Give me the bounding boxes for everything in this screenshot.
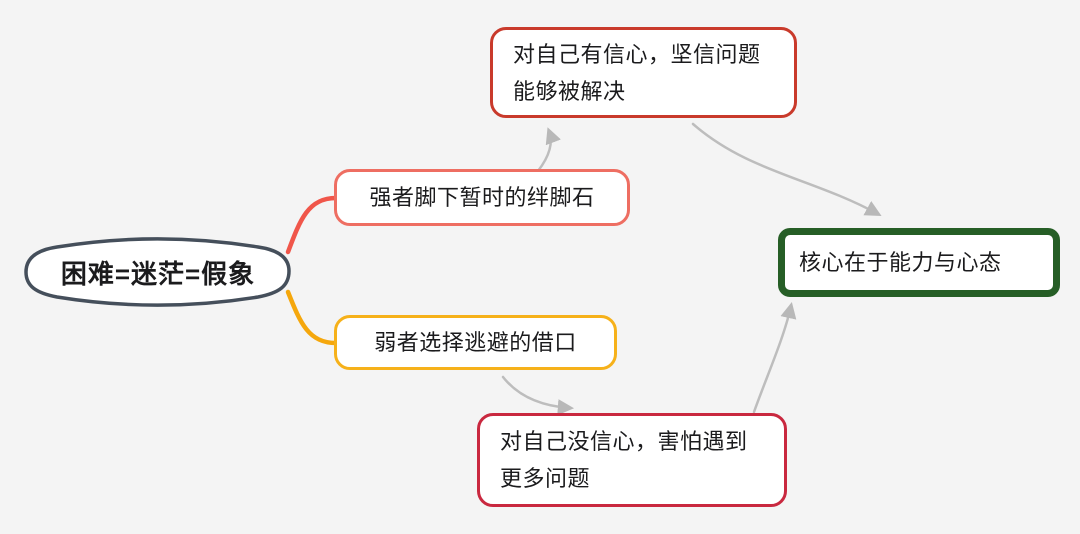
root-node-label[interactable]: 困难=迷茫=假象	[60, 258, 256, 289]
edge-excuse-to-not-confident	[501, 375, 575, 416]
root-node-shape[interactable]	[24, 237, 291, 307]
node-not-confident[interactable]: 对自己没信心，害怕遇到 更多问题	[477, 413, 787, 507]
node-core[interactable]: 核心在于能力与心态	[778, 228, 1060, 297]
edge-not-confident-to-core	[752, 302, 797, 414]
edge-stepping-stone-to-confident	[536, 127, 561, 173]
node-excuse[interactable]: 弱者选择逃避的借口	[334, 315, 617, 370]
edge-root-to-stepping-stone	[285, 195, 339, 255]
node-stepping-stone[interactable]: 强者脚下暂时的绊脚石	[334, 169, 630, 226]
edge-root-to-excuse	[285, 289, 339, 346]
node-confident[interactable]: 对自己有信心，坚信问题 能够被解决	[490, 27, 797, 118]
edge-confident-to-core	[691, 122, 882, 216]
